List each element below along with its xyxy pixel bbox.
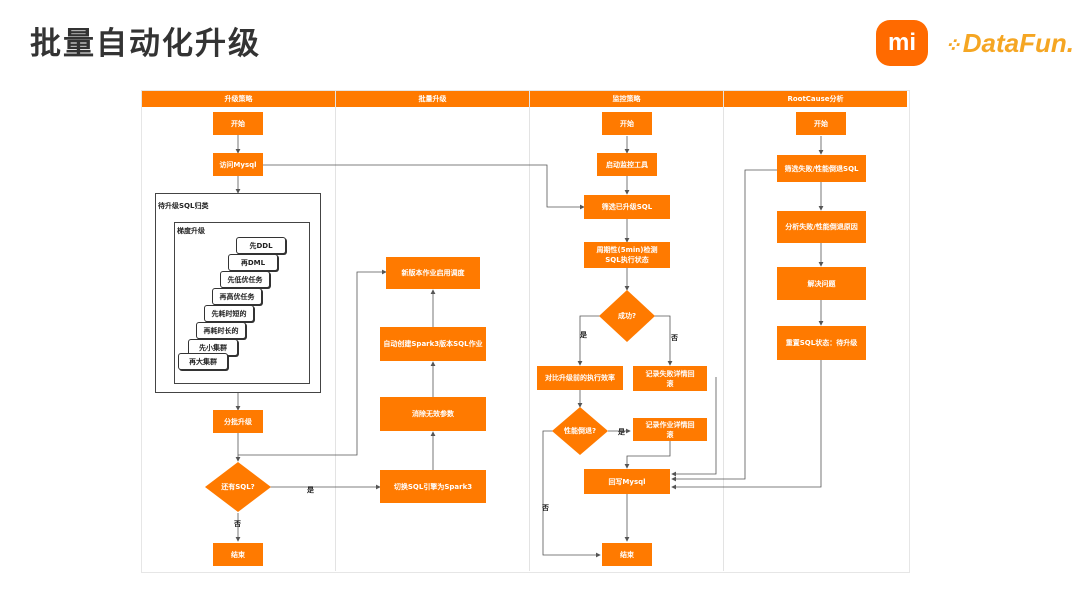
success-no-label: 否 [671, 334, 678, 342]
monitor-end-node: 结束 [602, 543, 652, 566]
card-ddl-first: 先DDL [236, 237, 286, 254]
card-high-priority-next: 再高优任务 [212, 288, 262, 305]
enable-schedule-node: 新版本作业启用调度 [386, 257, 480, 289]
filter-upgraded-sql-node: 筛选已升级SQL [584, 195, 670, 219]
yes-label: 是 [307, 486, 314, 494]
batch-upgrade-node: 分批升级 [213, 410, 263, 433]
page-title: 批量自动化升级 [30, 26, 261, 62]
card-short-first: 先耗时短的 [204, 305, 254, 322]
perf-no-label: 否 [542, 504, 549, 512]
lane-divider [529, 91, 530, 571]
perf-yes-label: 是 [618, 428, 625, 436]
lane-header-rootcause: RootCause分析 [724, 91, 907, 107]
success-diamond [599, 290, 655, 342]
card-long-next: 再耗时长的 [196, 322, 246, 339]
rootcause-start-node: 开始 [796, 112, 846, 135]
reset-status-node: 重置SQL状态：待升级 [777, 326, 866, 360]
xiaomi-logo: mi [876, 20, 928, 66]
auto-create-job-node: 自动创建Spark3版本SQL作业 [380, 327, 486, 361]
card-dml-next: 再DML [228, 254, 278, 271]
analyze-cause-node: 分析失败/性能倒退原因 [777, 211, 866, 243]
success-yes-label: 是 [580, 331, 587, 339]
record-fail-node: 记录失败详情回滚 [633, 366, 707, 391]
card-low-priority-first: 先低优任务 [220, 271, 270, 288]
solve-problem-node: 解决问题 [777, 267, 866, 300]
perf-regress-diamond [552, 407, 608, 455]
lane-header-monitor: 监控策略 [530, 91, 723, 107]
compare-efficiency-node: 对比升级前的执行效率 [537, 366, 623, 390]
periodic-check-node: 周期性(5min)检测SQL执行状态 [584, 242, 670, 268]
has-sql-label: 还有SQL? [221, 483, 255, 491]
perf-regress-label: 性能倒退? [563, 427, 597, 435]
access-mysql-node: 访问Mysql [213, 153, 263, 176]
strategy-end-node: 结束 [213, 543, 263, 566]
lane-header-strategy: 升级策略 [142, 91, 335, 107]
filter-failed-sql-node: 筛选失败/性能倒退SQL [777, 155, 866, 182]
strategy-start-node: 开始 [213, 112, 263, 135]
flowchart-board [141, 90, 910, 573]
record-job-node: 记录作业详情回滚 [633, 418, 707, 441]
no-label: 否 [234, 520, 241, 528]
remove-params-node: 消除无效参数 [380, 397, 486, 431]
sql-classify-title: 待升级SQL归类 [158, 202, 209, 210]
start-monitor-tool-node: 启动监控工具 [597, 153, 657, 176]
has-sql-diamond [205, 462, 271, 512]
lane-divider [723, 91, 724, 571]
datafun-logo: ⁘DataFun. [944, 28, 1074, 58]
switch-engine-node: 切换SQL引擎为Spark3 [380, 470, 486, 503]
write-back-mysql-node: 回写Mysql [584, 469, 670, 494]
lane-divider [335, 91, 336, 571]
lane-header-batch: 批量升级 [336, 91, 529, 107]
granularity-title: 梯度升级 [177, 227, 205, 235]
success-label: 成功? [617, 312, 637, 320]
monitor-start-node: 开始 [602, 112, 652, 135]
card-large-cluster-next: 再大集群 [178, 353, 228, 370]
